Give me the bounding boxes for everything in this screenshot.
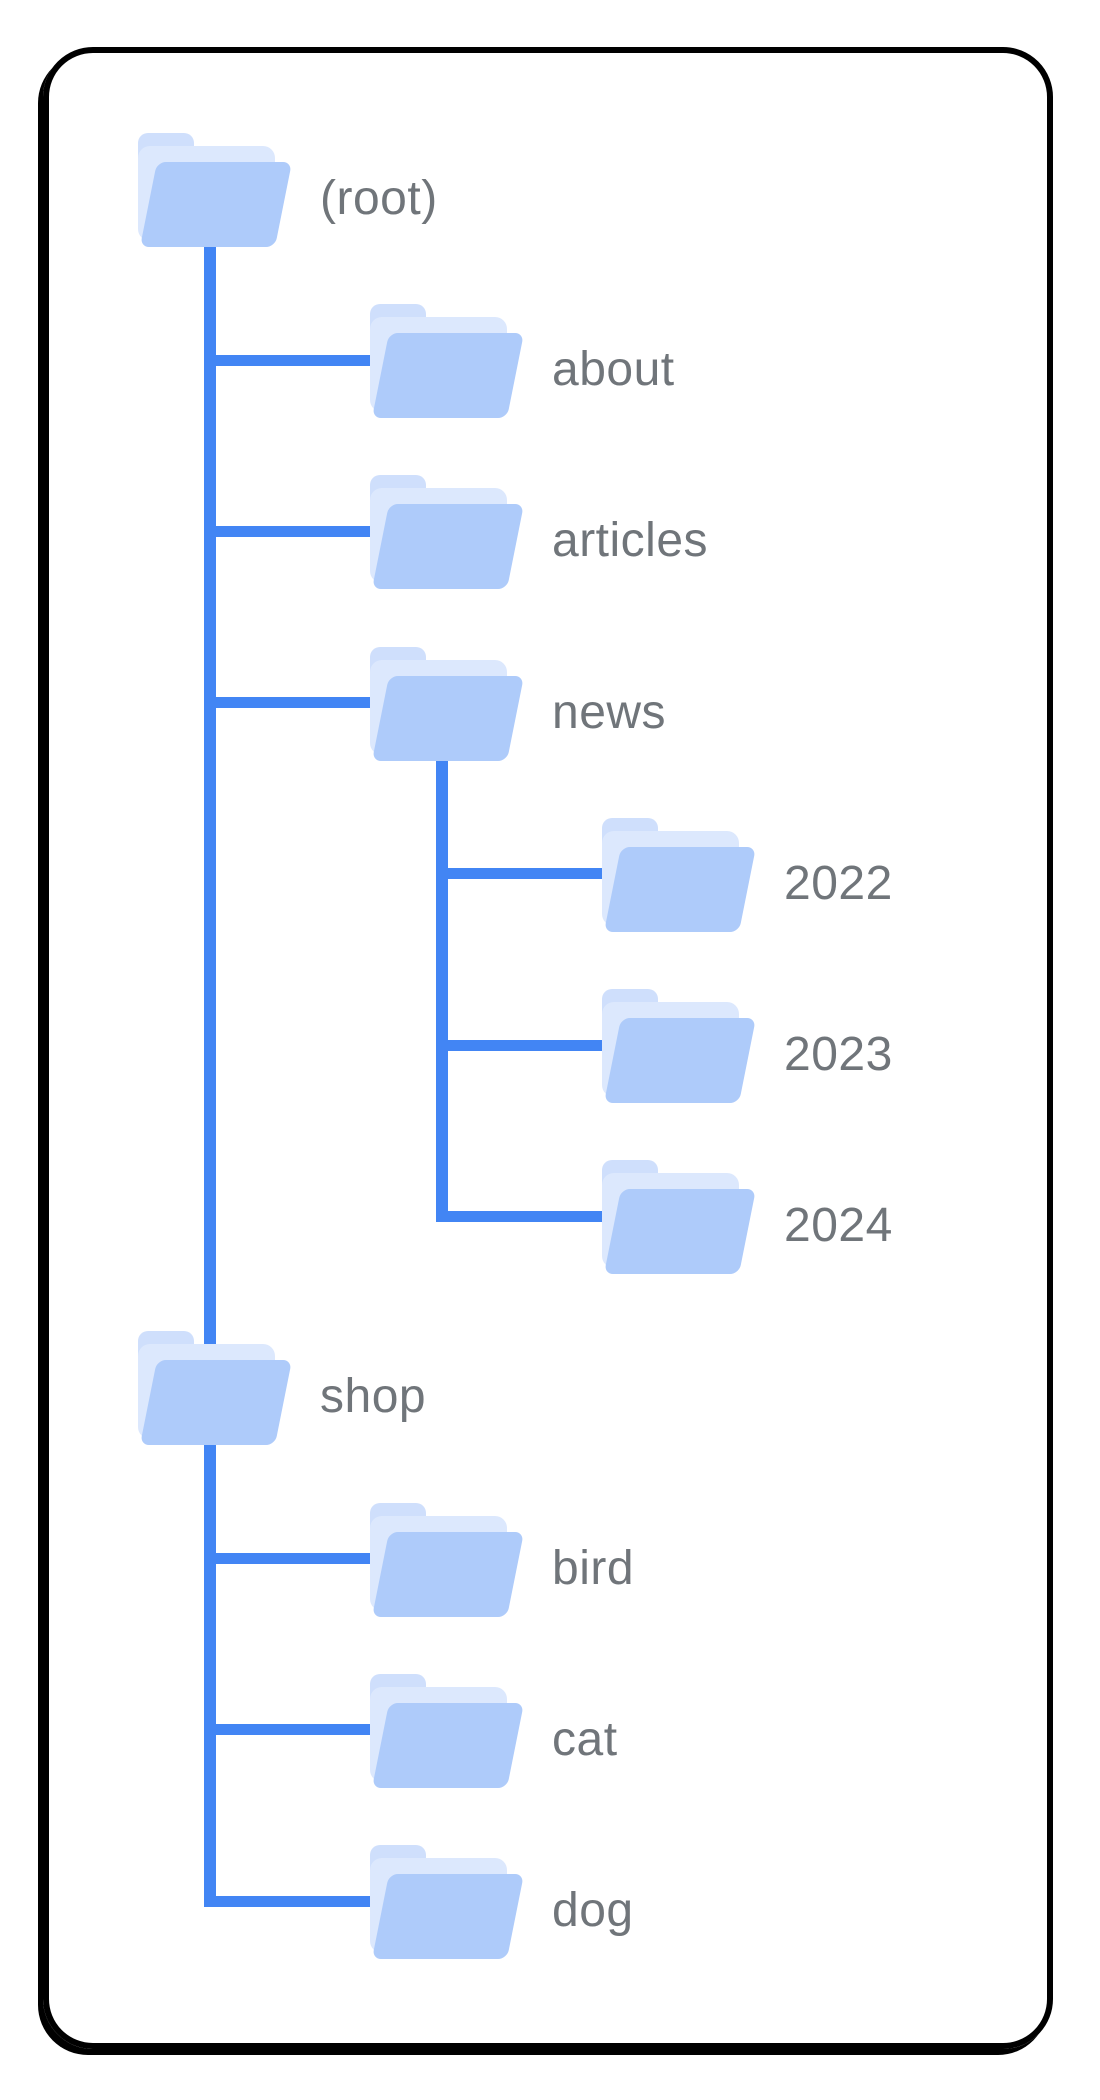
folder-label-y2023: 2023 (784, 1028, 893, 1082)
folder-front-panel (372, 1531, 524, 1617)
folder-front-panel (372, 504, 524, 590)
folder-label-shop: shop (320, 1370, 427, 1424)
connector-branch-dog (204, 1895, 385, 1907)
folder-front-panel (140, 162, 292, 247)
folder-front-panel (604, 1018, 756, 1103)
folder-label-articles: articles (552, 514, 709, 568)
diagram-frame (43, 47, 1053, 2049)
connector-branch-y2023 (436, 1039, 617, 1051)
folder-label-bird: bird (552, 1541, 635, 1595)
folder-icon-bird (370, 1502, 527, 1617)
folder-label-about: about (552, 343, 675, 397)
folder-icon-about (370, 304, 527, 419)
connector-branch-articles (204, 525, 385, 537)
folder-label-root: (root) (320, 172, 438, 226)
folder-icon-dog (370, 1845, 527, 1959)
connector-branch-about (204, 354, 385, 366)
folder-icon-y2023 (602, 989, 759, 1103)
folder-front-panel (372, 675, 524, 761)
folder-label-dog: dog (552, 1884, 634, 1938)
folder-label-y2024: 2024 (784, 1199, 893, 1253)
folder-icon-y2022 (602, 817, 759, 932)
folder-label-y2022: 2022 (784, 856, 893, 910)
folder-icon-root (138, 133, 295, 247)
folder-icon-cat (370, 1673, 527, 1788)
connector-trunk-shop (204, 1443, 216, 1907)
connector-branch-y2022 (436, 868, 617, 880)
folder-front-panel (604, 1189, 756, 1275)
connector-trunk-root (204, 245, 216, 1399)
folder-icon-y2024 (602, 1160, 759, 1275)
folder-front-panel (372, 1702, 524, 1788)
connector-branch-bird (204, 1553, 385, 1565)
folder-icon-articles (370, 475, 527, 590)
folder-label-news: news (552, 685, 667, 739)
folder-front-panel (372, 333, 524, 419)
folder-label-cat: cat (552, 1712, 618, 1766)
connector-trunk-news (436, 758, 448, 1222)
connector-branch-cat (204, 1724, 385, 1736)
connector-branch-news (204, 697, 385, 709)
folder-icon-shop (138, 1331, 295, 1446)
folder-icon-news (370, 646, 527, 761)
folder-front-panel (372, 1874, 524, 1959)
folder-front-panel (140, 1360, 292, 1446)
connector-branch-y2024 (436, 1210, 617, 1222)
folder-front-panel (604, 846, 756, 932)
